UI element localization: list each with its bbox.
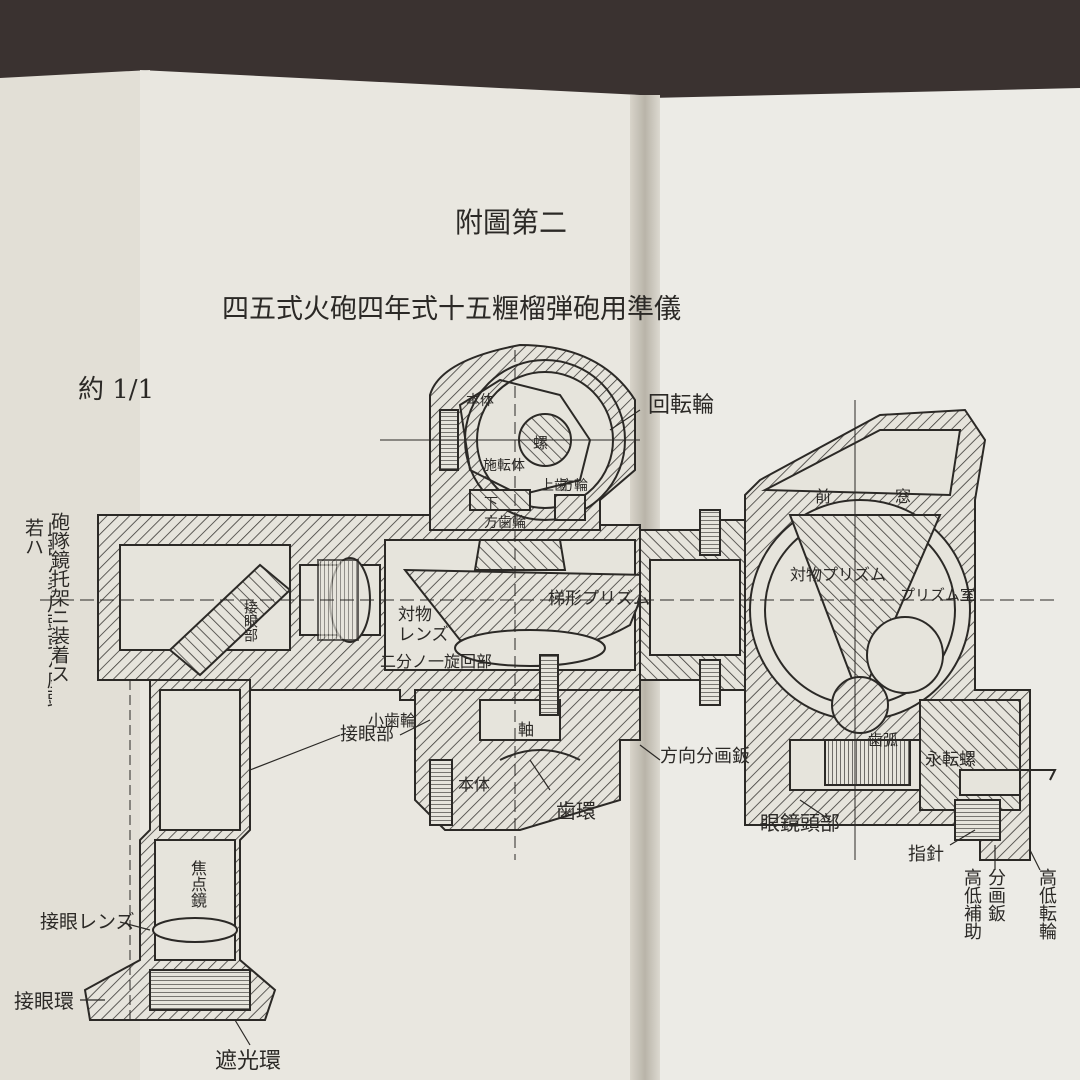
label-side-gear: 方歯輪 (484, 514, 526, 531)
connector-screw-bottom (699, 659, 721, 706)
gear-ring-arc (499, 749, 581, 761)
label-perpetual-screw: 永転螺 (925, 750, 976, 770)
label-objective-lens-1: 対物 (398, 605, 432, 625)
label-eyepiece-lens: 接眼レンズ (40, 911, 135, 933)
label-body-bottom: 本体 (458, 775, 490, 794)
label-eyepiece-left: 接眼部 (242, 600, 258, 642)
connector-cavity (649, 559, 741, 656)
objective-prism (788, 514, 942, 703)
connector-screw-top (699, 509, 721, 556)
label-pointer: 指針 (908, 844, 944, 865)
cross-section-drawing (40, 343, 1060, 1021)
label-direction-plate: 方向分画鈑 (660, 746, 750, 767)
plate-header: 附圖第二 四五式火砲四年式十五糎榴弾砲用準儀 約 1/1 (78, 206, 681, 405)
label-objective-prism: 対物プリズム (790, 565, 886, 584)
eyepiece-ring (149, 969, 251, 1011)
label-objective-lens-2: レンズ (398, 625, 449, 645)
label-lower: 下 (484, 496, 498, 512)
eyepiece-lens (152, 917, 238, 943)
label-focus-mirror: 焦点鏡 (188, 860, 207, 908)
label-side-wheel: 方輪 (560, 477, 588, 494)
left-prism-mirror (168, 563, 292, 677)
label-front: 前 (815, 487, 831, 506)
label-half-rotation: 二分ノ一旋回部 (380, 652, 492, 671)
label-window: 窓 (895, 487, 911, 506)
lower-gear-block (469, 489, 531, 511)
label-eyepiece-ring: 接眼環 (14, 989, 74, 1013)
scale-note: 約 1/1 (78, 375, 154, 405)
axle-spring (539, 654, 559, 716)
label-small-gear: 小歯輪 (368, 711, 416, 730)
label-body-top: 本体 (466, 393, 494, 409)
lower-body-housing (414, 689, 641, 831)
lower-screw (429, 759, 453, 826)
left-page-edge (0, 70, 150, 1080)
label-trapezoid-prism: 梯形プリズム (548, 589, 650, 609)
label-note-vertical-1: 砲隊鏡托架ニ装着ス (48, 512, 70, 683)
elevation-knob (1020, 769, 1057, 781)
label-screw: 螺 (533, 434, 548, 452)
label-elevation-aux: 高低補助 (961, 868, 982, 940)
front-window (761, 429, 962, 497)
plate-title: 四五式火砲四年式十五糎榴弾砲用準儀 (222, 294, 681, 325)
label-axle: 軸 (518, 720, 534, 739)
division-plate (954, 799, 1001, 841)
label-eyepiece-head: 眼鏡頭部 (760, 811, 840, 835)
label-light-shield-ring: 遮光環 (215, 1049, 281, 1074)
upper-gear-small (554, 494, 586, 521)
label-elevation-wheel: 高低転輪 (1036, 868, 1057, 940)
eyepiece-tube-cavity (159, 689, 241, 831)
prism-port (866, 616, 944, 694)
label-note-vertical-2: 此部ハ表尺頭或ハ座頭若ハ (22, 518, 52, 708)
label-gear-ring: 歯環 (556, 799, 596, 823)
figure-number: 附圖第二 (455, 206, 567, 239)
half-rotation-disk (454, 629, 606, 667)
toothed-arc (824, 739, 911, 786)
label-tooth-arc: 歯弧 (868, 731, 898, 749)
label-rotator: 施転体 (483, 458, 525, 474)
label-upper-gear: 上歯 (540, 478, 568, 494)
label-division-plate: 分画鈑 (985, 868, 1006, 922)
upper-gear-block (473, 539, 567, 571)
worm-hub (831, 676, 889, 734)
diagram-labels: 回転輪 本体 螺 施転体 上歯 方輪 下 方歯輪 対物 レンズ 梯形プリズム 二… (14, 393, 976, 1074)
label-prism-chamber: プリズム室 (900, 586, 975, 604)
leader-lines (80, 409, 1041, 1046)
perpetual-screw (959, 769, 1021, 796)
label-eyepiece-part: 接眼部 (340, 724, 394, 745)
turret-inner-outline (458, 378, 592, 497)
label-rotation-wheel: 回転輪 (648, 393, 714, 418)
